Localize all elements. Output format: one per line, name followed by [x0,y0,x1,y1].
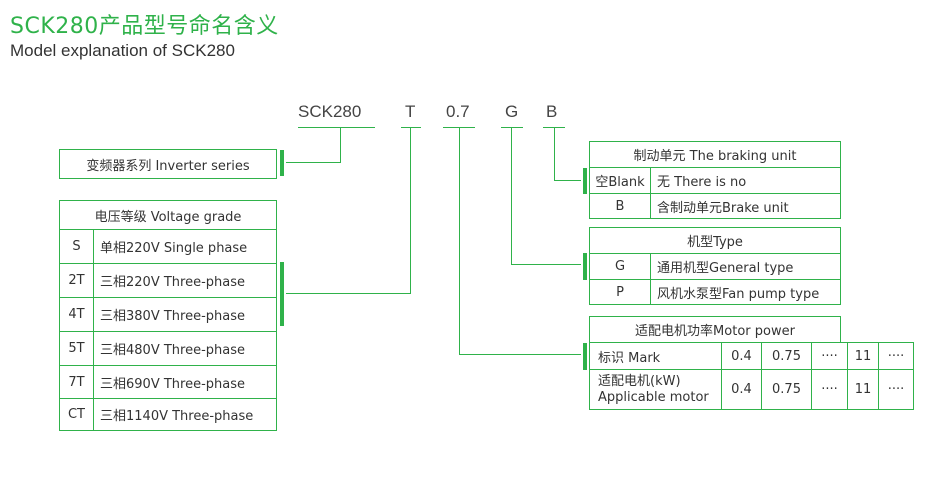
voltage-row-desc: 三相1140V Three-phase [100,409,254,424]
brake-row-code: 空Blank [595,175,645,190]
brake-row-code: B [615,198,625,214]
voltage-row-code: 4T [68,307,85,322]
power-motor-value: ···· [821,382,838,397]
power-motor-value: 11 [854,382,872,397]
type-row-desc: 通用机型General type [657,261,794,276]
page-subtitle: Model explanation of SCK280 [10,41,235,60]
power-motor-label-en: Applicable motor [598,390,709,405]
type-row-code: P [616,284,624,300]
power-bracket [583,343,587,370]
voltage-row-code: 7T [68,375,85,390]
type-table: 机型Type G 通用机型General type P 风机水泵型Fan pum… [589,227,841,305]
power-mark-value: 0.75 [772,348,801,364]
series-bracket [280,150,284,176]
voltage-table-header: 电压等级 Voltage grade [94,209,242,225]
brake-row-desc: 含制动单元Brake unit [657,200,789,216]
power-mark-value: ···· [821,348,838,364]
code-power: 0.7 [446,102,470,121]
power-motor-value: ···· [887,382,905,397]
voltage-row-desc: 三相480V Three-phase [100,343,245,358]
brake-row-desc: 无 There is no [657,175,747,190]
code-type: G [505,102,519,121]
power-table: 标识 Mark 0.4 0.75 ···· 11 ···· 适配电机(kW) A… [589,342,914,410]
connector-series-h [286,162,341,163]
power-table-header-box: 适配电机功率Motor power [589,316,841,343]
type-row-code: G [614,259,626,274]
code-brake: B [546,102,558,121]
power-mark-value: 11 [854,348,872,364]
connector-voltage-v [410,127,411,294]
power-mark-label: 标识 Mark [598,350,661,366]
type-row-desc: 风机水泵型Fan pump type [657,286,820,302]
power-motor-value: 0.4 [731,382,752,397]
power-mark-value: 0.4 [731,348,752,364]
power-motor-label-cn: 适配电机(kW) [598,374,681,389]
power-motor-value: 0.75 [772,382,801,397]
voltage-table: 电压等级 Voltage grade S 单相220V Single phase… [59,200,277,431]
series-box: 变频器系列 Inverter series [59,149,277,179]
connector-power-h [459,354,581,355]
code-series: SCK280 [298,102,362,121]
type-bracket [583,253,587,280]
connector-brake-v [554,127,555,181]
connector-series-v [340,127,341,163]
voltage-row-code: 2T [68,273,85,288]
voltage-bracket [280,262,284,326]
power-table-header: 适配电机功率Motor power [635,324,795,339]
code-type-underline [501,127,523,128]
voltage-row-desc: 单相220V Single phase [100,241,248,256]
code-series-underline [298,127,375,128]
voltage-row-desc: 三相690V Three-phase [100,377,245,392]
connector-brake-h [554,180,581,181]
power-motor-label: 适配电机(kW) Applicable motor [598,371,721,409]
code-voltage: T [405,102,416,121]
power-mark-value: ···· [887,348,905,364]
voltage-row-desc: 三相220V Three-phase [100,275,245,290]
connector-type-v [511,127,512,265]
code-voltage-underline [401,127,421,128]
type-table-header: 机型Type [687,235,743,250]
page-title: SCK280产品型号命名含义 [10,14,279,39]
voltage-row-code: CT [67,407,86,422]
voltage-row-code: 5T [68,341,85,356]
brake-table-header: 制动单元 The braking unit [633,149,797,164]
voltage-row-desc: 三相380V Three-phase [100,309,245,324]
connector-voltage-h [286,293,411,294]
series-label: 变频器系列 Inverter series [86,158,250,174]
connector-type-h [511,264,581,265]
brake-table: 制动单元 The braking unit 空Blank 无 There is … [589,141,841,219]
brake-bracket [583,168,587,194]
connector-power-v [459,127,460,355]
voltage-row-code: S [72,239,81,254]
